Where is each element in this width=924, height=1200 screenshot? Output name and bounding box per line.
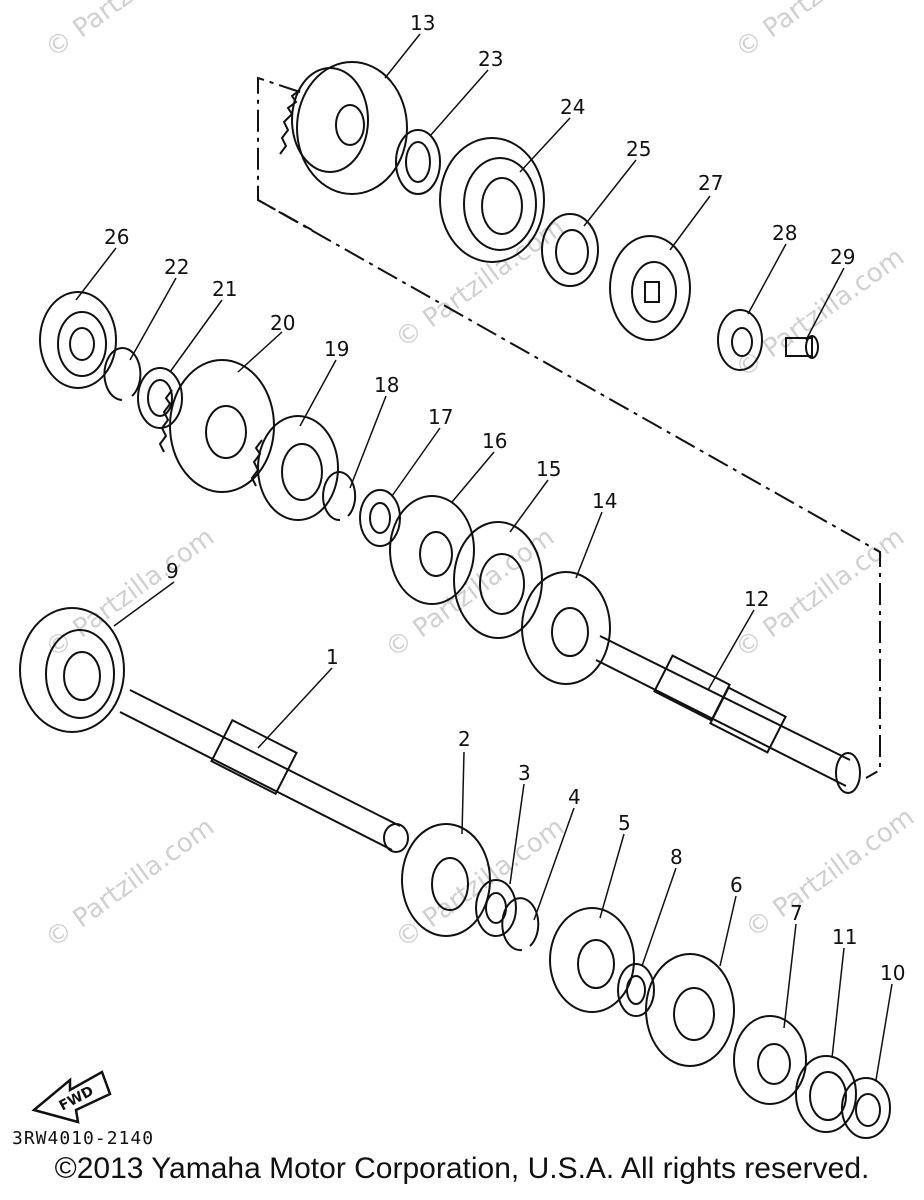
- part-3-washer: [475, 879, 517, 937]
- part-23-washer: [395, 129, 441, 195]
- label-18: 18: [374, 373, 399, 397]
- label-17: 17: [428, 405, 453, 429]
- label-8: 8: [670, 845, 683, 869]
- part-21-washer: [137, 367, 183, 429]
- part-9-bearing: [19, 607, 125, 733]
- part-25-seal: [541, 213, 599, 287]
- part-12-shaft: [595, 635, 861, 794]
- part-19-gear: [250, 415, 339, 521]
- label-15: 15: [536, 457, 561, 481]
- label-20: 20: [270, 311, 295, 335]
- copyright-notice: ©2013 Yamaha Motor Corporation, U.S.A. A…: [54, 1152, 870, 1185]
- label-16: 16: [482, 429, 507, 453]
- label-19: 19: [324, 337, 349, 361]
- part-5-gear: [549, 907, 635, 1013]
- label-4: 4: [568, 785, 581, 809]
- part-17-washer: [359, 489, 401, 547]
- part-6-gear: [645, 953, 735, 1067]
- part-1-shaft: [119, 689, 409, 853]
- label-3: 3: [518, 761, 531, 785]
- part-29-bolt: [785, 335, 819, 359]
- part-16-gear: [389, 495, 475, 605]
- part-28-lockwasher: [717, 309, 763, 371]
- part-7-gear: [733, 1015, 807, 1105]
- part-labels: 13 23 24 25 27 28 29 26 22 21 20 19 18 1…: [57, 11, 906, 1114]
- label-9: 9: [166, 559, 179, 583]
- leader-lines: [75, 33, 893, 1081]
- label-10: 10: [880, 961, 905, 985]
- label-2: 2: [458, 727, 471, 751]
- label-27: 27: [698, 171, 723, 195]
- label-29: 29: [830, 245, 855, 269]
- fwd-arrow-icon: [31, 1070, 112, 1124]
- part-22-circlip: [103, 347, 142, 401]
- label-22: 22: [164, 255, 189, 279]
- diagram-code: 3RW4010-2140: [12, 1128, 155, 1149]
- label-23: 23: [478, 47, 503, 71]
- label-13: 13: [410, 11, 435, 35]
- label-21: 21: [212, 277, 237, 301]
- assembly-bracket: [257, 76, 881, 779]
- part-2-gear: [401, 823, 491, 937]
- part-27-sprocket: [609, 235, 691, 341]
- label-11: 11: [832, 925, 857, 949]
- label-1: 1: [326, 645, 339, 669]
- label-14: 14: [592, 489, 617, 513]
- part-8-washer: [617, 963, 655, 1017]
- label-25: 25: [626, 137, 651, 161]
- part-13-gear: [279, 61, 408, 195]
- part-26-bearing: [39, 291, 117, 389]
- label-28: 28: [772, 221, 797, 245]
- label-24: 24: [560, 95, 585, 119]
- label-6: 6: [730, 873, 743, 897]
- part-11-bearing: [795, 1055, 857, 1133]
- label-5: 5: [618, 811, 631, 835]
- part-4-circlip: [501, 897, 540, 952]
- label-26: 26: [104, 225, 129, 249]
- part-18-circlip: [322, 471, 357, 522]
- part-14-gear: [521, 571, 611, 685]
- label-12: 12: [744, 587, 769, 611]
- label-7: 7: [790, 901, 803, 925]
- part-10-seal: [841, 1077, 891, 1139]
- part-24-bearing: [439, 137, 545, 263]
